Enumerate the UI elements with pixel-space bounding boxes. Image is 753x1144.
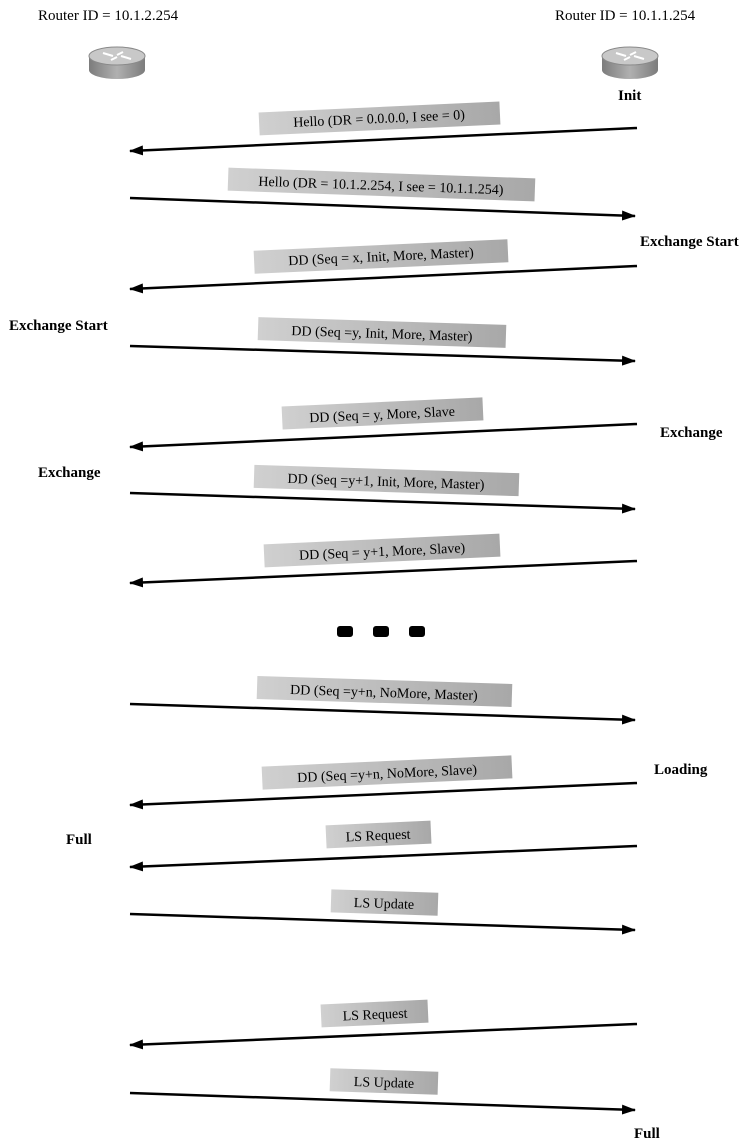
message-2: Hello (DR = 10.1.2.254, I see = 10.1.1.2… [129, 167, 636, 221]
message-arrow [129, 702, 636, 725]
message-label-box [320, 999, 429, 1028]
message-label-box [261, 755, 513, 790]
message-label-box [257, 317, 507, 348]
message-arrow [129, 559, 638, 588]
message-arrow [129, 844, 638, 872]
message-label-box [329, 1068, 439, 1095]
message-label: LS Request [345, 828, 411, 846]
message-10: LS Request [129, 820, 638, 872]
message-label: DD (Seq = y, More, Slave [309, 405, 455, 427]
router-left-id: Router ID = 10.1.2.254 [38, 8, 179, 24]
message-label: LS Request [342, 1007, 408, 1025]
message-1: Hello (DR = 0.0.0.0, I see = 0) [129, 101, 638, 156]
message-9: DD (Seq =y+n, NoMore, Slave) [129, 755, 638, 810]
state-right-exchange: Exchange [660, 425, 723, 441]
message-7: DD (Seq = y+1, More, Slave) [129, 533, 638, 588]
message-6: DD (Seq =y+1, Init, More, Master) [129, 464, 636, 514]
state-left-full: Full [66, 832, 92, 848]
message-arrow [129, 1022, 638, 1050]
message-arrow [129, 264, 638, 294]
router-right-id: Router ID = 10.1.1.254 [555, 8, 696, 24]
message-label: LS Update [354, 896, 415, 913]
message-arrow [129, 196, 636, 221]
message-label-box [281, 397, 484, 430]
state-left-exchange-start: Exchange Start [9, 318, 108, 334]
message-label: DD (Seq =y, Init, More, Master) [291, 324, 473, 345]
message-arrow [129, 912, 636, 935]
message-12: LS Request [129, 999, 638, 1050]
message-label-box [258, 101, 501, 136]
message-13: LS Update [129, 1068, 636, 1115]
ellipsis-dash [373, 626, 389, 637]
message-label-box [256, 676, 513, 708]
ellipsis-dash [409, 626, 425, 637]
router-right-icon [601, 46, 659, 79]
message-5: DD (Seq = y, More, Slave [129, 397, 638, 452]
router-left-icon [88, 46, 146, 79]
state-left-exchange: Exchange [38, 465, 101, 481]
message-arrow [129, 1091, 636, 1115]
message-label-box [330, 889, 439, 916]
message-arrow [129, 126, 638, 156]
message-label-box [253, 464, 520, 497]
message-arrow [129, 491, 636, 514]
message-label: DD (Seq =y+n, NoMore, Master) [290, 683, 478, 704]
message-label-box [325, 820, 432, 849]
message-arrow [129, 781, 638, 810]
message-arrow [129, 344, 636, 366]
message-arrow [129, 422, 638, 452]
continuation-ellipsis [337, 626, 427, 640]
message-8: DD (Seq =y+n, NoMore, Master) [129, 676, 636, 725]
message-label-box [263, 533, 501, 568]
state-right-loading: Loading [654, 762, 708, 778]
state-right-init: Init [618, 88, 642, 104]
message-label-box [227, 167, 536, 202]
message-label: DD (Seq =y+1, Init, More, Master) [287, 472, 485, 493]
state-right-full: Full [634, 1126, 660, 1142]
message-3: DD (Seq = x, Init, More, Master) [129, 239, 638, 294]
state-right-exchange-start: Exchange Start [640, 234, 739, 250]
message-label-box [253, 239, 509, 274]
message-4: DD (Seq =y, Init, More, Master) [129, 317, 636, 366]
message-label: LS Update [354, 1075, 415, 1092]
message-11: LS Update [129, 889, 636, 935]
ellipsis-dash [337, 626, 353, 637]
